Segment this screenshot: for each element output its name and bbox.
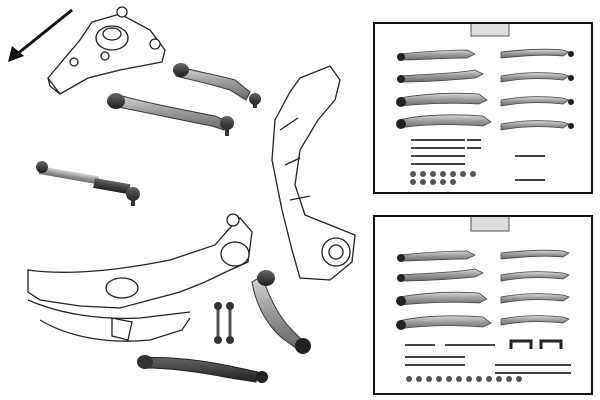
upper-control-arm-2 [107, 93, 234, 136]
strut-mount-drawing [47, 6, 166, 95]
upper-control-arm-1 [173, 63, 261, 108]
kit-bolts [405, 344, 571, 374]
wheel-knuckle-drawing [271, 65, 356, 281]
lower-control-arm-drawing [137, 355, 268, 383]
subframe-drawing [27, 213, 253, 342]
parts-box-icon [470, 24, 510, 37]
kit-nuts [410, 171, 476, 185]
kit-panel-bottom-art [396, 217, 571, 382]
tie-rod-part [36, 161, 140, 206]
parts-box-icon [470, 217, 510, 232]
kit-arm-set-left [398, 249, 570, 330]
kit-stabilizer-links [509, 339, 563, 349]
kit-panel-top [373, 22, 593, 194]
kit-arm-set-left [398, 48, 570, 131]
kit-nuts [406, 376, 522, 382]
curved-control-arm-drawing [251, 270, 311, 354]
arrow-down-left-icon [8, 8, 73, 62]
kit-bushings [396, 254, 406, 330]
kit-panel-bottom [373, 215, 593, 395]
kit-panel-top-art [396, 24, 574, 185]
kit-bolts [411, 139, 545, 181]
stabilizer-link-drawing [214, 302, 234, 344]
kit-bushings [396, 51, 574, 129]
